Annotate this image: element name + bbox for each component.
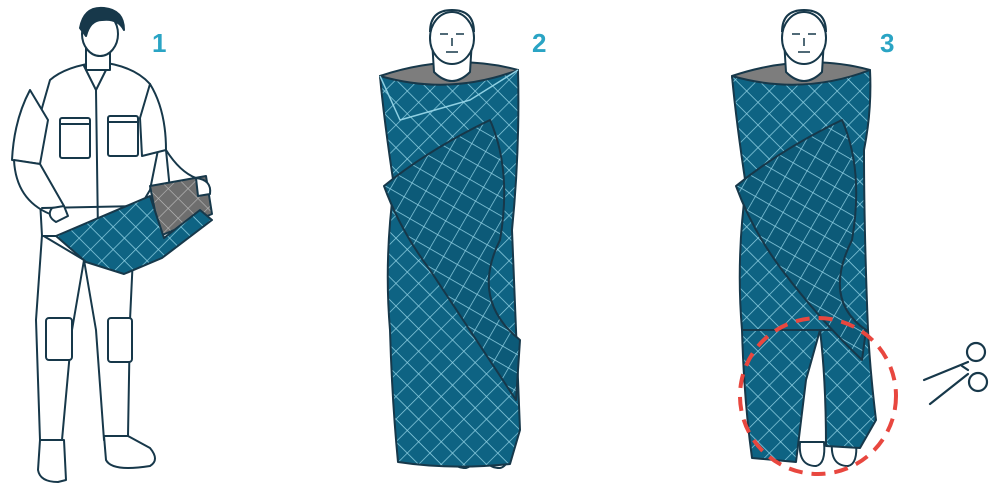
step-2-figure	[380, 10, 520, 468]
step-number-2: 2	[532, 28, 546, 58]
step-1-figure	[12, 8, 212, 482]
step-3-figure	[732, 10, 876, 466]
step-number-1: 1	[152, 28, 166, 58]
step-number-3: 3	[880, 28, 894, 58]
scissors-icon	[924, 343, 987, 404]
